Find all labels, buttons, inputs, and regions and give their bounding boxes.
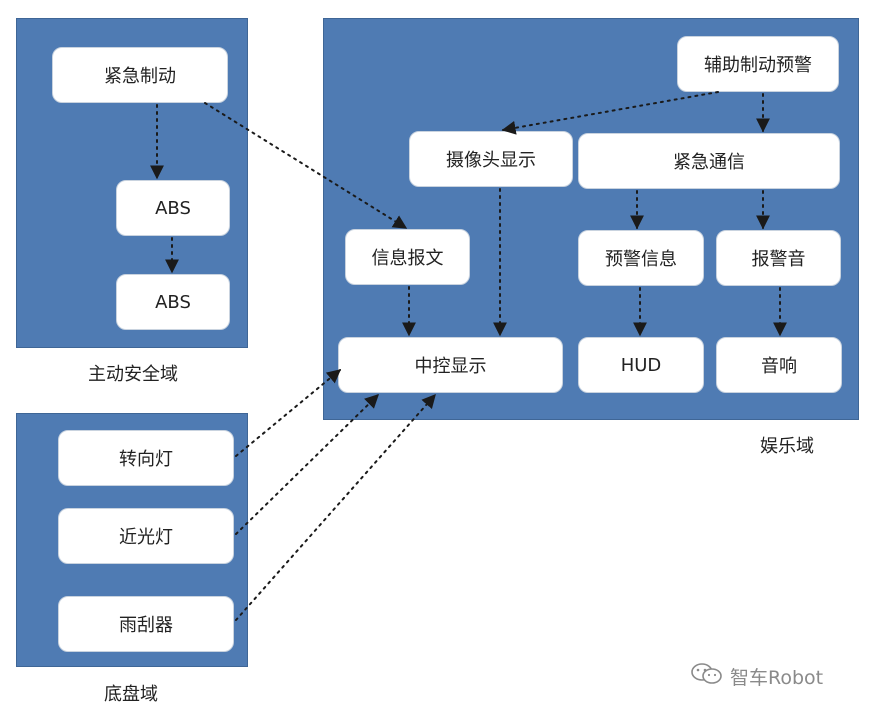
node-assist-brake-warning: 辅助制动预警 [677,36,839,92]
node-turn-signal: 转向灯 [58,430,234,486]
node-speaker: 音响 [716,337,842,393]
node-center-display: 中控显示 [338,337,563,393]
node-warning-info: 预警信息 [578,230,704,286]
edge-wiper-to-center [235,393,436,621]
entertainment-domain-label: 娱乐域 [760,436,814,457]
node-low-beam: 近光灯 [58,508,234,564]
node-abs-2: ABS [116,274,230,330]
watermark: 智车Robot [690,662,823,691]
node-wiper: 雨刮器 [58,596,234,652]
wechat-icon [690,662,724,691]
node-abs-1: ABS [116,180,230,236]
node-info-message: 信息报文 [345,229,470,285]
node-alarm-sound: 报警音 [716,230,841,286]
node-emergency-comm: 紧急通信 [578,133,840,189]
node-emergency-brake: 紧急制动 [52,47,228,103]
chassis-domain-label: 底盘域 [104,684,158,705]
active-safety-domain-label: 主动安全域 [88,364,178,385]
node-hud: HUD [578,337,704,393]
watermark-text: 智车Robot [730,667,824,689]
node-camera-display: 摄像头显示 [409,131,573,187]
